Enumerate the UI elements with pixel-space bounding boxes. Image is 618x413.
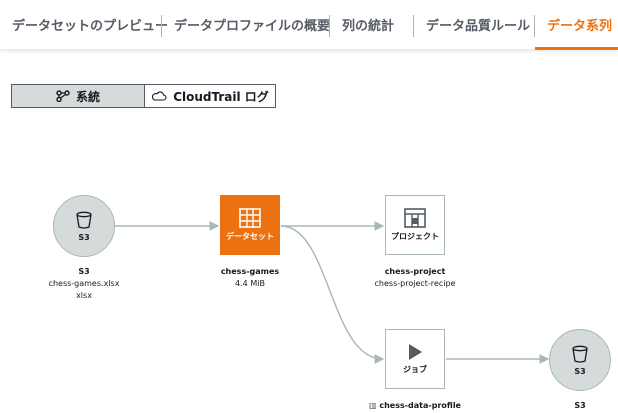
node-title: S3 — [78, 267, 90, 276]
tab-label: データ系列 — [547, 19, 613, 34]
view-toggle: 系統 CloudTrail ログ — [11, 84, 276, 108]
lineage-toggle-label: 系統 — [75, 89, 100, 104]
lineage-toggle-button[interactable]: 系統 — [12, 85, 145, 107]
s3-source-node[interactable]: S3 — [53, 195, 115, 257]
cloudtrail-toggle-button[interactable]: CloudTrail ログ — [145, 85, 275, 107]
node-detail: xlsx — [76, 291, 92, 300]
lineage-icon — [56, 90, 70, 102]
s3-target-node[interactable]: S3 — [549, 329, 611, 391]
node-title-text: chess-data-profile — [379, 401, 461, 410]
tab-data-profile-overview[interactable]: データプロファイルの概要 — [162, 0, 330, 50]
bucket-icon — [572, 345, 588, 363]
dataset-caption: chess-games 4.4 MiB — [200, 266, 300, 290]
job-node[interactable]: ジョブ — [385, 329, 445, 389]
tab-label: データプロファイルの概要 — [174, 19, 331, 34]
s3-target-caption: S3 — [540, 400, 618, 412]
node-detail: 4.4 MiB — [235, 279, 265, 288]
node-title: chess-project — [384, 267, 446, 276]
tab-label: 列の統計 — [342, 19, 395, 34]
node-detail: chess-games.xlsx — [48, 279, 120, 288]
tab-dataset-preview[interactable]: データセットのプレビュー — [0, 0, 168, 50]
tab-data-quality-rules[interactable]: データ品質ルール — [414, 0, 535, 50]
project-icon — [404, 208, 426, 228]
cloud-icon — [152, 91, 167, 101]
tab-column-statistics[interactable]: 列の統計 — [330, 0, 414, 50]
dataset-node[interactable]: データセット — [220, 195, 280, 255]
bucket-icon — [76, 211, 92, 229]
edge-dataset-to-job — [280, 225, 385, 364]
node-icon-label: S3 — [78, 233, 90, 242]
tab-label: データセットのプレビュー — [12, 19, 169, 34]
project-caption: chess-project chess-project-recipe — [355, 266, 475, 290]
node-detail: chess-project-recipe — [374, 279, 456, 288]
profile-job-icon: ▥ — [369, 401, 380, 410]
cloudtrail-toggle-label: CloudTrail ログ — [173, 89, 269, 104]
node-title: chess-games — [220, 267, 280, 276]
play-icon — [409, 344, 422, 360]
node-icon-label: プロジェクト — [391, 232, 439, 241]
node-icon-label: ジョブ — [403, 365, 427, 374]
table-icon — [239, 208, 261, 228]
project-node[interactable]: プロジェクト — [385, 195, 445, 255]
tab-data-lineage[interactable]: データ系列 — [535, 0, 618, 50]
tab-bar: データセットのプレビュー データプロファイルの概要 列の統計 データ品質ルール … — [0, 0, 618, 50]
tab-label: データ品質ルール — [426, 19, 531, 34]
node-title: S3 — [574, 401, 586, 410]
job-caption: ▥ chess-data-profile — [355, 400, 475, 412]
node-icon-label: データセット — [226, 232, 274, 241]
s3-source-caption: S3 chess-games.xlsx xlsx — [34, 266, 134, 302]
node-title: ▥ chess-data-profile — [355, 400, 475, 412]
node-icon-label: S3 — [574, 367, 586, 376]
